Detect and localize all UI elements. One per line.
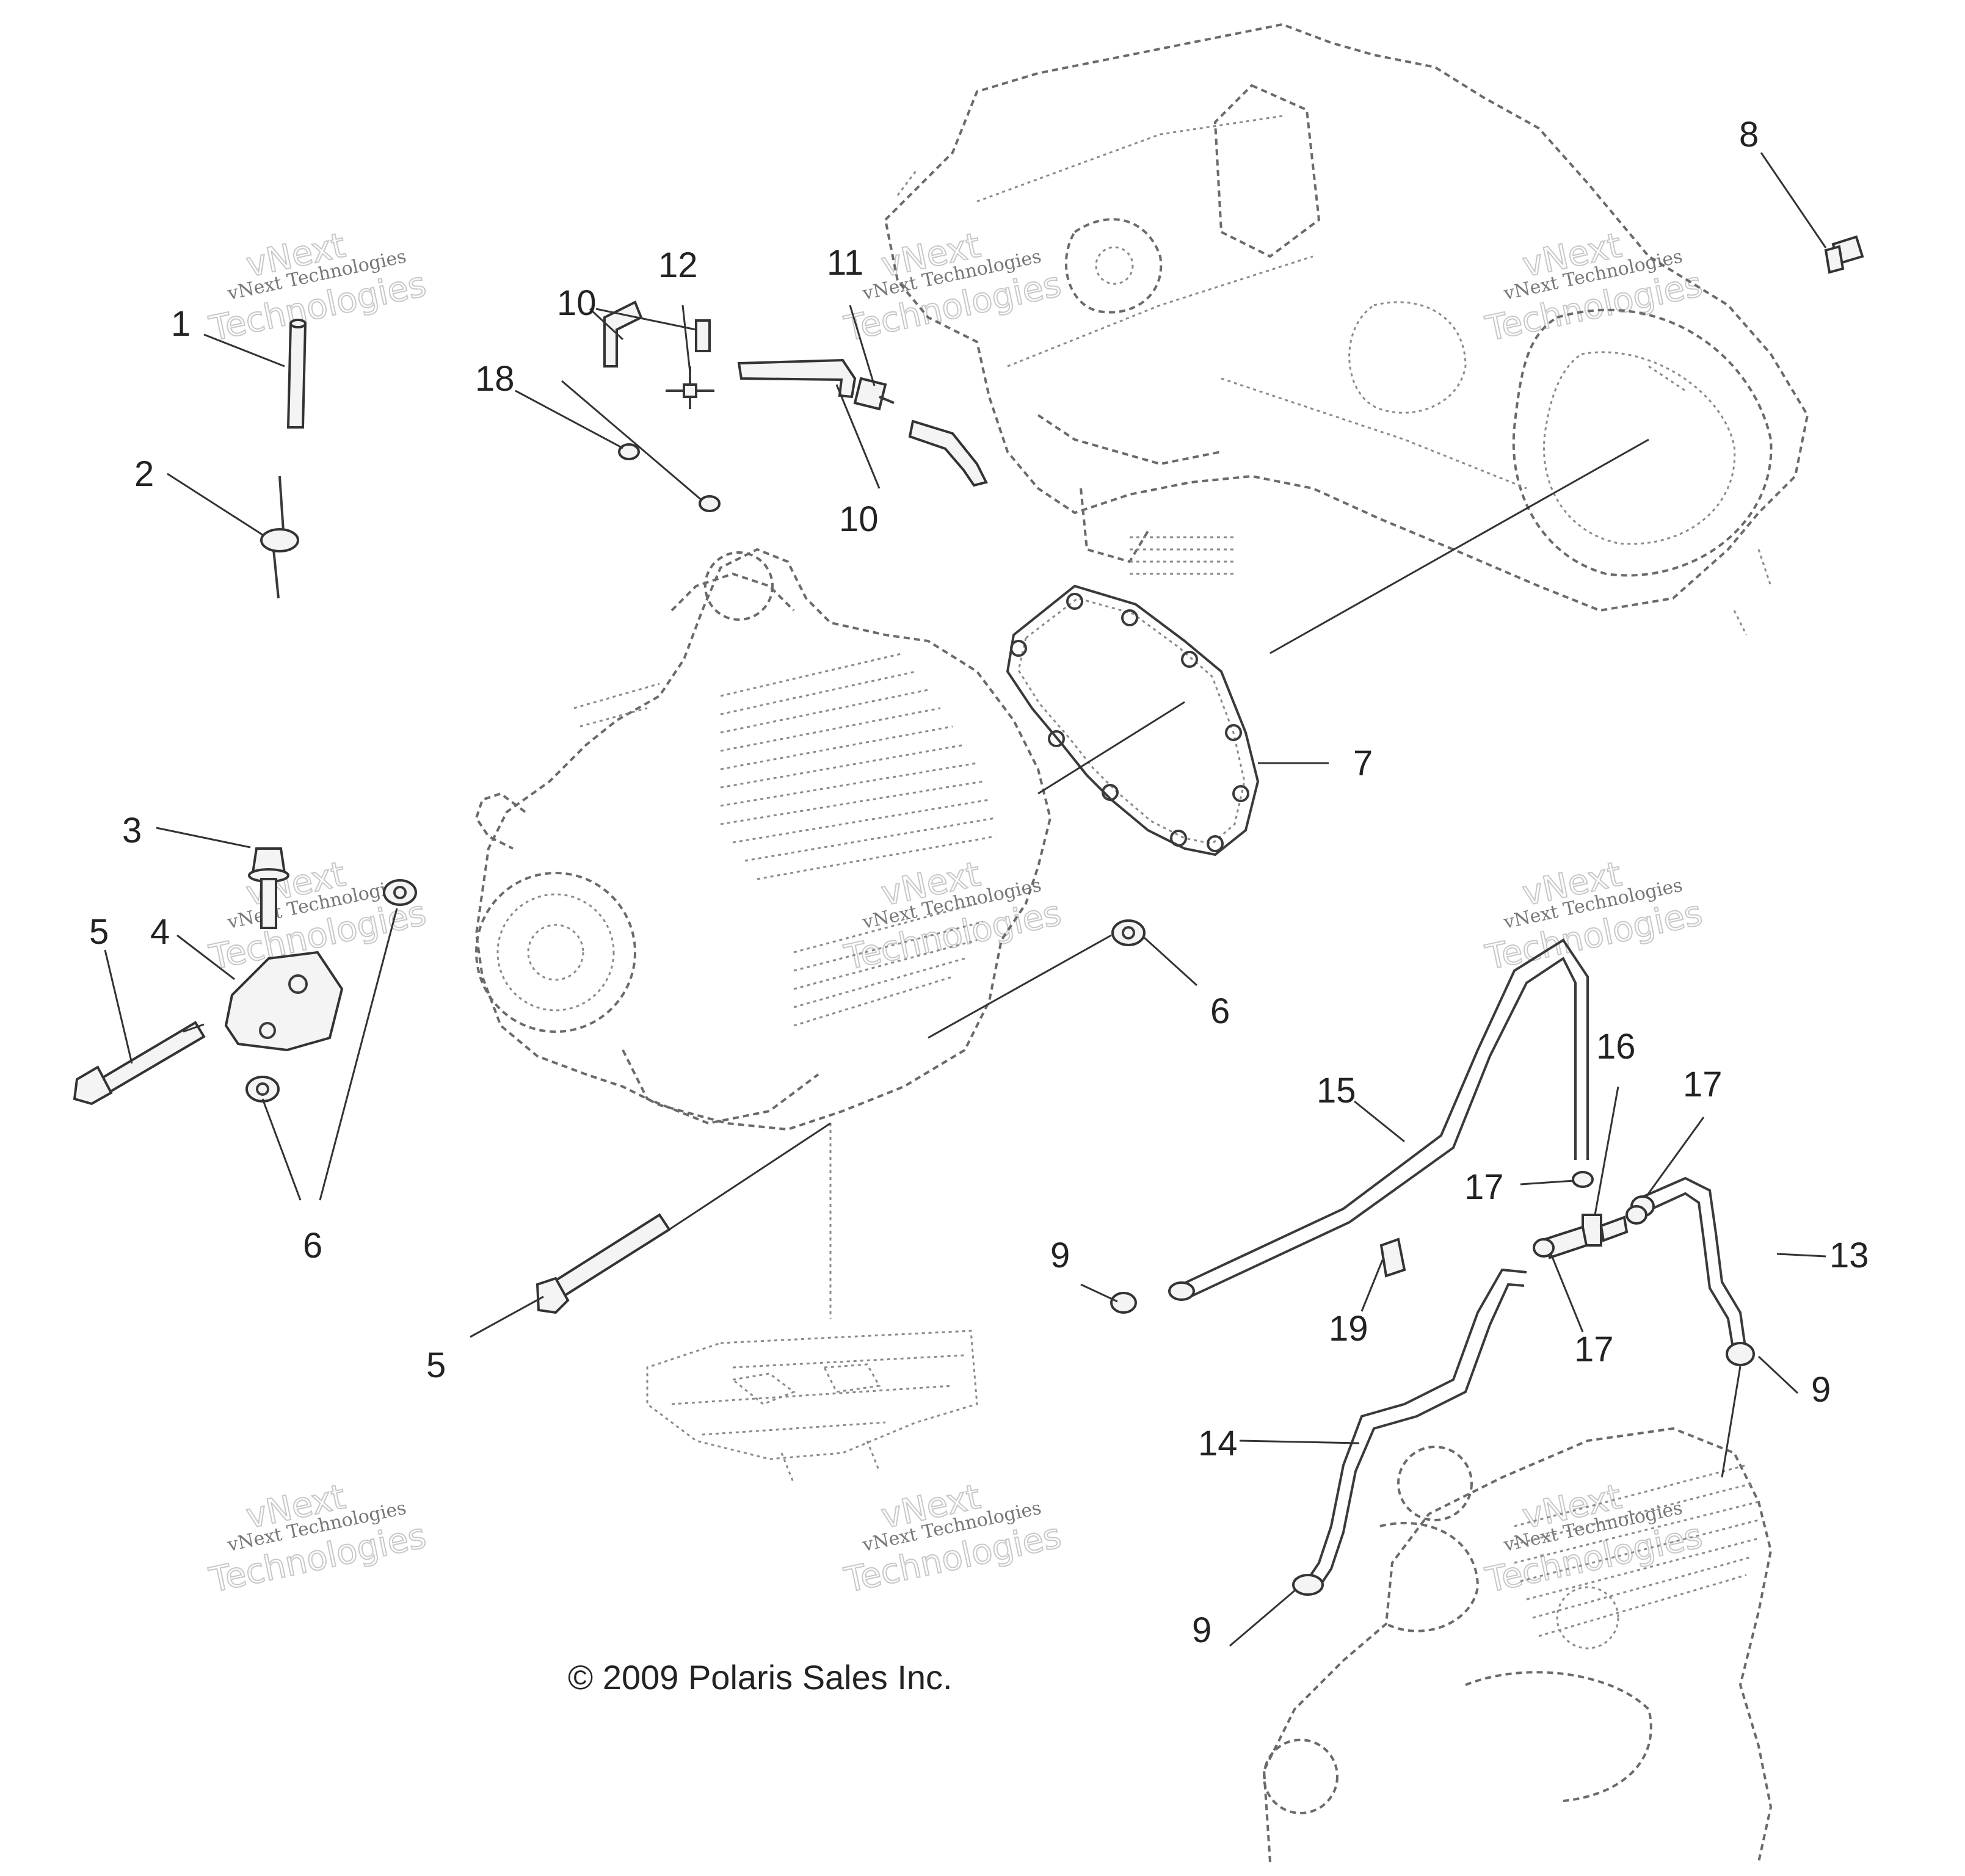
breather-fitting-part	[260, 476, 299, 599]
callout-10: 10	[557, 283, 597, 323]
callout-7: 7	[1353, 744, 1373, 783]
lower-engine-illustration	[1262, 1427, 1773, 1863]
breather-hose-part	[1306, 1268, 1527, 1588]
watermark-group: vNext vNext Technologies Technologies vN…	[205, 225, 1706, 1601]
hose-clamp-part	[1110, 1292, 1755, 1596]
tee-fitting-part	[666, 366, 714, 409]
breather-hose-part	[1630, 1176, 1748, 1356]
frame-illustration	[646, 1123, 978, 1484]
copyright-notice: © 2009 Polaris Sales Inc.	[568, 1658, 953, 1697]
callout-11: 11	[827, 243, 863, 283]
callout-12: 12	[658, 245, 698, 285]
callout-13: 13	[1829, 1236, 1869, 1275]
callout-5-lower: 5	[426, 1345, 446, 1385]
engine-illustration	[474, 548, 1052, 1131]
callout-8: 8	[1739, 115, 1759, 154]
callout-17-left: 17	[1464, 1167, 1504, 1207]
callout-18: 18	[475, 359, 515, 399]
callout-6: 6	[303, 1226, 322, 1266]
callout-10-lower: 10	[839, 499, 879, 539]
tee-fitting-part	[1543, 1214, 1629, 1259]
callout-5: 5	[89, 912, 109, 952]
callout-17-right: 17	[1683, 1065, 1723, 1104]
callout-9-right: 9	[1811, 1370, 1831, 1410]
callout-9-bottom: 9	[1192, 1610, 1211, 1650]
callout-16: 16	[1596, 1027, 1636, 1067]
leader-lines	[104, 152, 1827, 1647]
callout-19: 19	[1329, 1309, 1368, 1349]
callout-1: 1	[171, 304, 191, 344]
through-bolt-part	[536, 1213, 671, 1314]
plug-part	[1824, 235, 1864, 274]
transmission-illustration	[884, 23, 1809, 636]
callout-15: 15	[1317, 1071, 1356, 1110]
engine-mount-bracket-part	[224, 951, 344, 1052]
cap-part	[618, 443, 721, 512]
hose-clip-part	[1379, 1237, 1406, 1278]
flange-bolt-part	[248, 847, 289, 929]
callout-3: 3	[122, 811, 142, 850]
callout-6-right: 6	[1210, 991, 1230, 1031]
callout-2: 2	[134, 454, 154, 494]
callout-14: 14	[1198, 1424, 1238, 1463]
callout-17-bottom: 17	[1574, 1330, 1614, 1369]
check-valve-part	[853, 377, 895, 411]
gasket-illustration	[1006, 584, 1260, 857]
hose-part	[603, 300, 988, 487]
breather-hose-part	[1168, 938, 1589, 1301]
clamp-part	[1533, 1171, 1647, 1258]
pin-part	[286, 319, 307, 429]
callout-9-left: 9	[1050, 1236, 1070, 1275]
callout-labels: 1 2 3 4 5 5 6 6 7 8 9 9 9 10 10 11 12 13…	[89, 115, 1869, 1650]
callout-4: 4	[150, 912, 170, 952]
through-bolt-part	[73, 1021, 206, 1106]
